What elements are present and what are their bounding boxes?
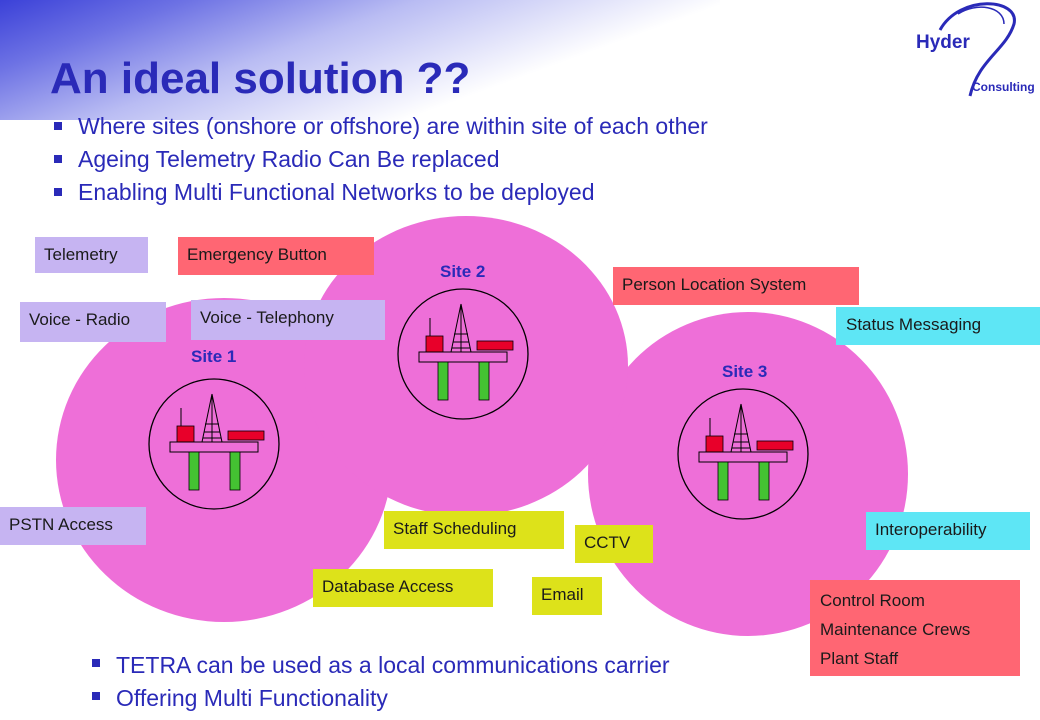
hyder-logo: Hyder Consulting — [900, 0, 1040, 110]
tag-voice-radio: Voice - Radio — [20, 302, 166, 342]
bullet-item: TETRA can be used as a local communicati… — [88, 649, 670, 682]
tag-interoperability: Interoperability — [866, 512, 1030, 550]
oil-platform-icon — [677, 388, 809, 520]
logo-name: Hyder — [916, 32, 970, 53]
logo-swoosh-icon — [938, 2, 1016, 97]
tag-person-location-system: Person Location System — [613, 267, 859, 305]
tag-telemetry: Telemetry — [35, 237, 148, 273]
header-gradient — [0, 0, 720, 120]
tag-database-access: Database Access — [313, 569, 493, 607]
site-1-label: Site 1 — [191, 347, 237, 366]
site-3-label: Site 3 — [722, 362, 768, 381]
tag-status-messaging: Status Messaging — [836, 307, 1040, 345]
tag-emergency-button: Emergency Button — [178, 237, 374, 275]
oil-platform-icon — [397, 288, 529, 420]
bullet-item: Ageing Telemetry Radio Can Be replaced — [50, 145, 708, 178]
tag-pstn-access: PSTN Access — [0, 507, 146, 545]
bullet-item: Offering Multi Functionality — [88, 682, 670, 715]
bullet-item: Enabling Multi Functional Networks to be… — [50, 178, 708, 211]
bullet-item: Where sites (onshore or offshore) are wi… — [50, 112, 708, 145]
tag-email: Email — [532, 577, 602, 615]
top-bullet-list: Where sites (onshore or offshore) are wi… — [50, 112, 708, 211]
tag-voice-telephony: Voice - Telephony — [191, 300, 385, 340]
bottom-bullet-list: TETRA can be used as a local communicati… — [88, 649, 670, 715]
tag-control-room-staff: Control Room Maintenance Crews Plant Sta… — [810, 580, 1020, 676]
site-2-label: Site 2 — [440, 262, 486, 281]
slide-title: An ideal solution ?? — [50, 54, 471, 103]
logo-subtitle: Consulting — [972, 80, 1035, 94]
tag-cctv: CCTV — [575, 525, 653, 563]
tag-staff-scheduling: Staff Scheduling — [384, 511, 564, 549]
oil-platform-icon — [148, 378, 280, 510]
